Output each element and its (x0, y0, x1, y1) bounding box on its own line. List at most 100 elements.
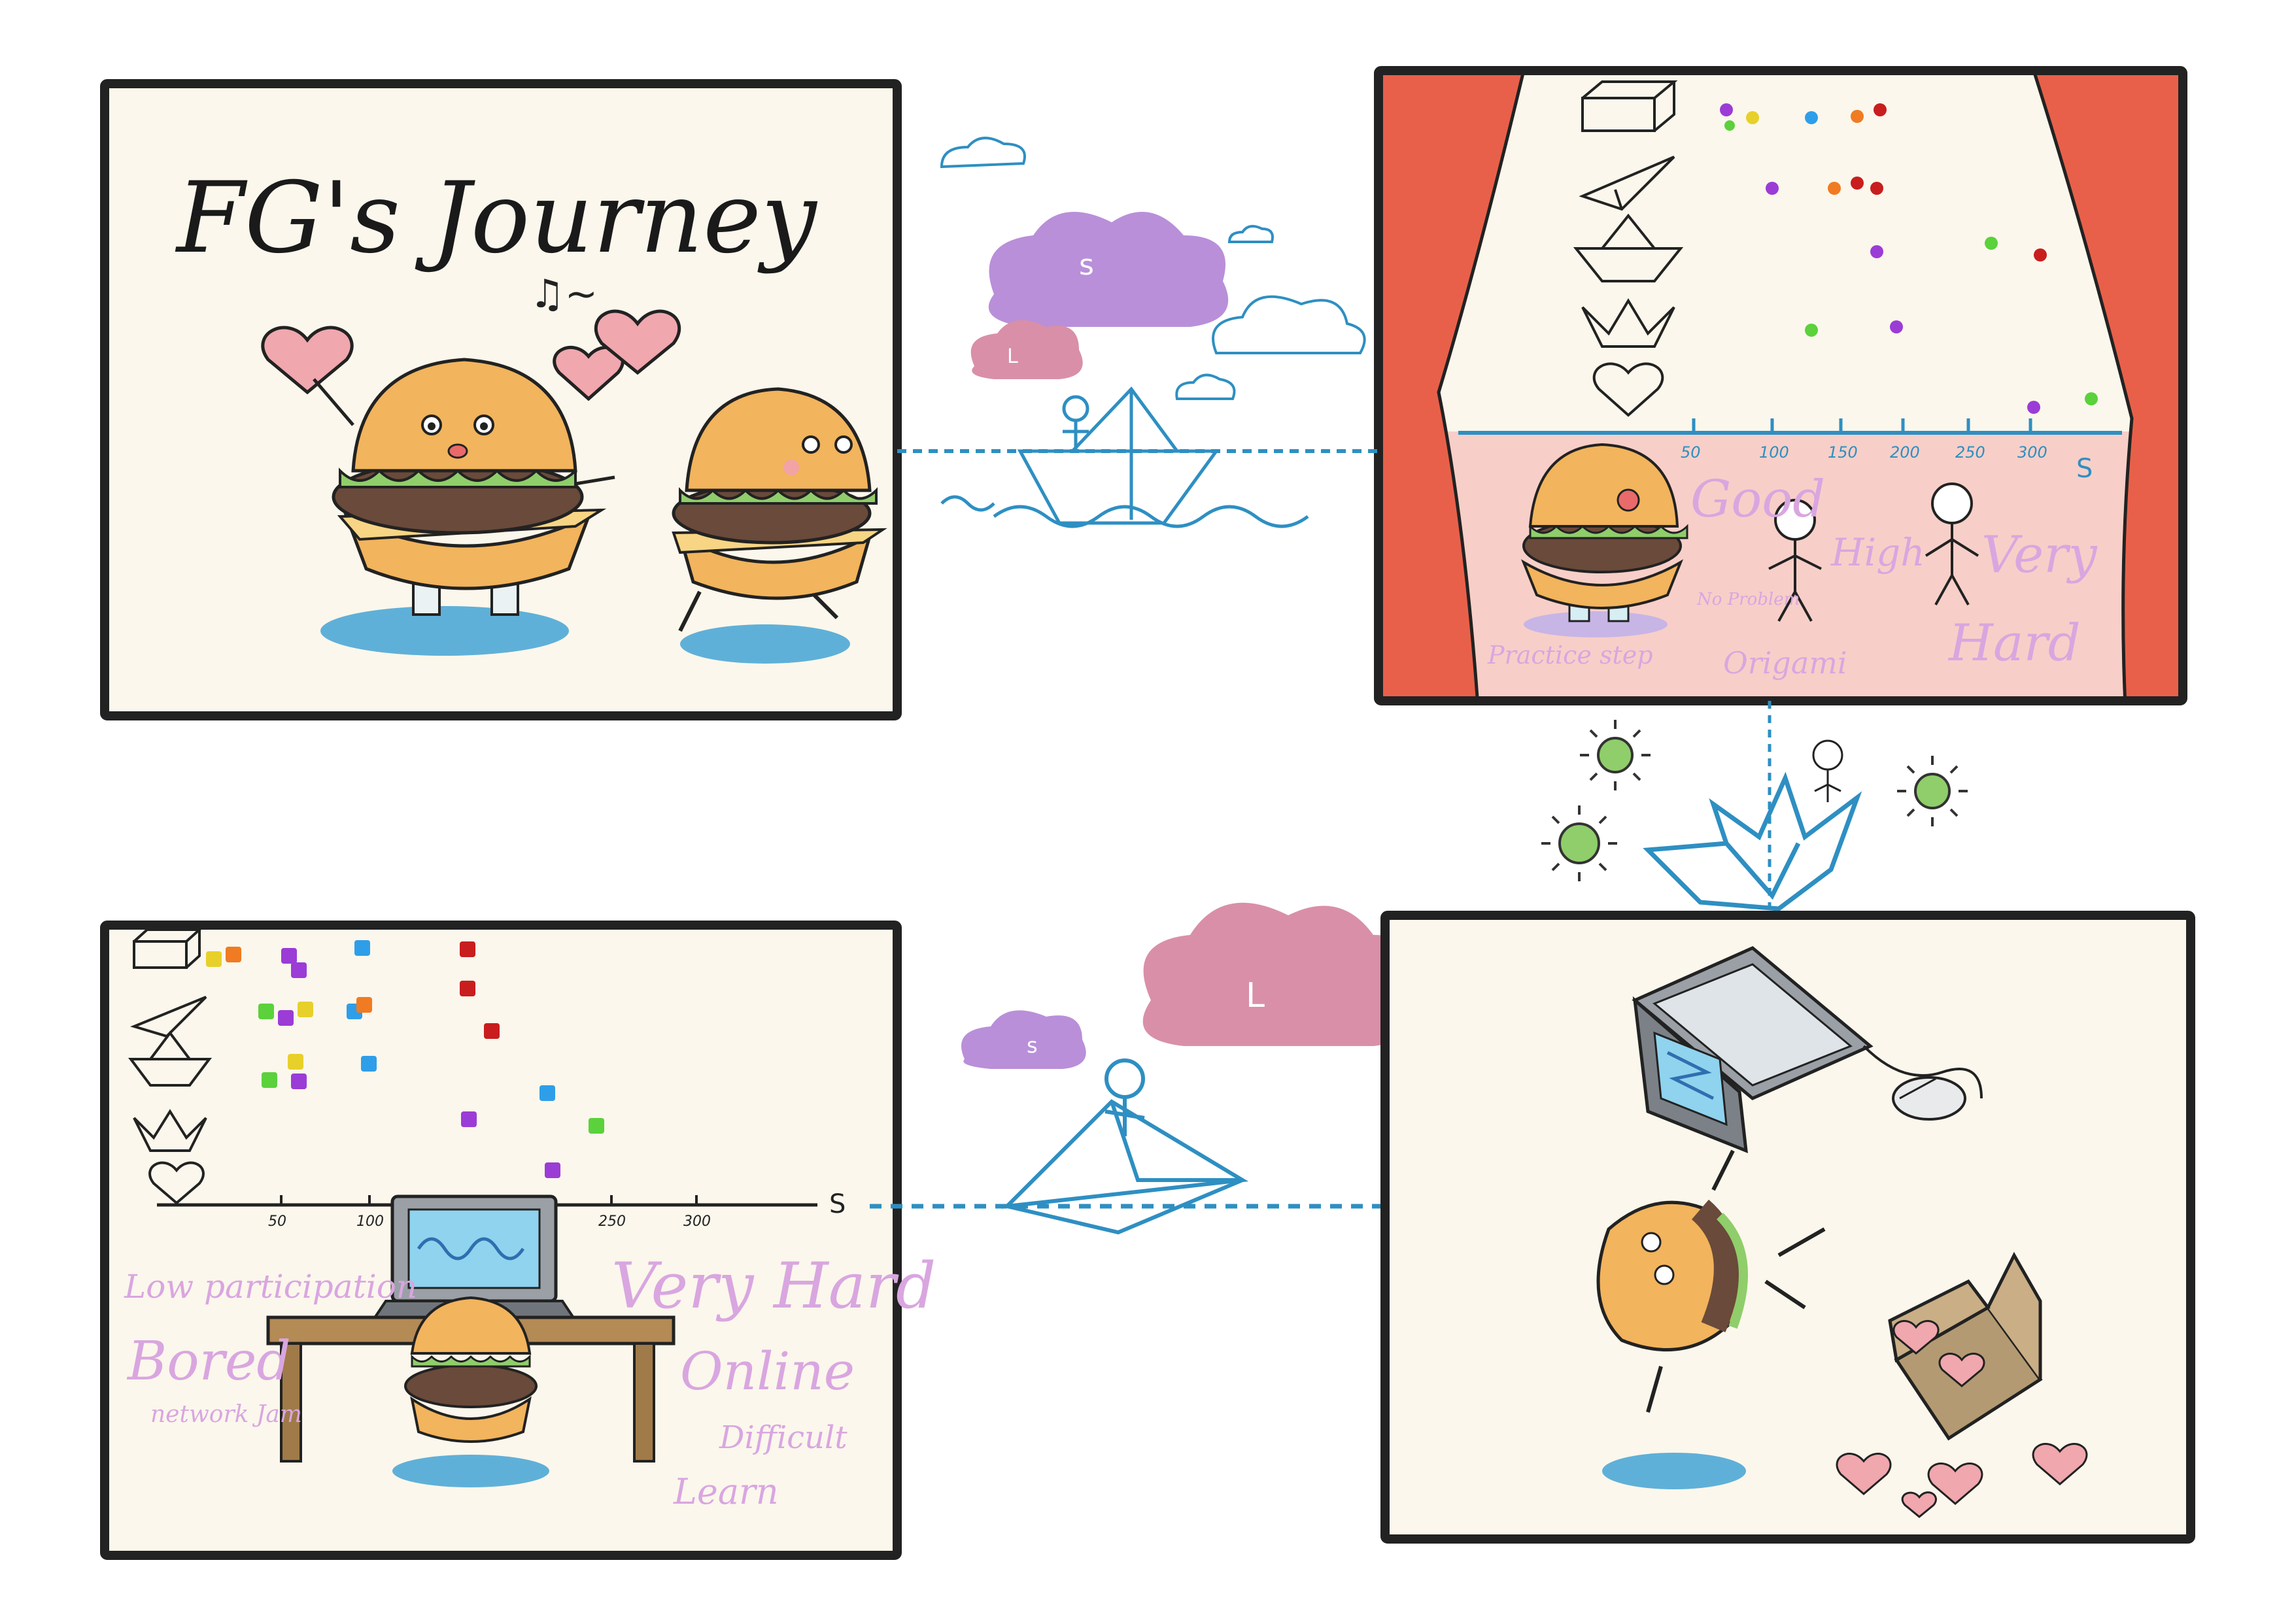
connector-top: s L (897, 137, 1378, 528)
label-practice-step: Practice step (1487, 641, 1653, 669)
scatter-dots (1720, 103, 2098, 414)
data-point (1805, 111, 1818, 124)
paper-plane-icon (1579, 156, 1675, 211)
heart-icon (1901, 1491, 1937, 1518)
right-curtain (2032, 71, 2183, 701)
axis-end-label: S (2076, 454, 2093, 484)
data-point (461, 1111, 477, 1127)
data-point (1766, 182, 1779, 195)
axis-tick-label: 100 (1759, 443, 1789, 462)
left-curtain (1378, 71, 1526, 701)
axis-tick-label: 50 (1681, 443, 1701, 462)
paper-crane-icon (1643, 771, 1862, 911)
data-point (281, 948, 297, 964)
label-origami: Origami (1723, 645, 1847, 681)
burger-character-icon (313, 358, 615, 656)
axis-tick-label: 200 (1890, 443, 1920, 462)
data-point (1746, 111, 1759, 124)
connector-bottom: L s (870, 902, 1418, 1235)
axis-tick-label: 150 (1828, 443, 1858, 462)
data-point (2027, 401, 2040, 414)
paper-crane-icon (1581, 298, 1675, 348)
data-point (484, 1023, 500, 1039)
data-point (545, 1162, 560, 1178)
data-point (460, 941, 475, 957)
data-point (291, 962, 307, 978)
cloud-icon: s (988, 212, 1229, 327)
label-network-jam: network Jam (150, 1401, 302, 1428)
data-point (460, 981, 475, 996)
box-icon (133, 928, 203, 969)
cloud-icon: s (961, 1010, 1086, 1069)
data-point (2085, 392, 2098, 405)
axis-tick-label: 100 (356, 1213, 384, 1230)
label-good: Good (1690, 470, 1825, 529)
paper-boat-icon (128, 1030, 212, 1087)
cloud-outline-icon (1227, 225, 1274, 243)
data-point (258, 1004, 274, 1019)
axis-tick-label: 250 (1955, 443, 1985, 462)
virus-icon (1541, 805, 1617, 881)
heart-icon (1836, 1453, 1892, 1495)
connector-middle (1541, 701, 1968, 915)
paper-boat-icon (940, 386, 1309, 528)
stick-figure-icon (1768, 499, 1822, 622)
label-no-problem: No Problem (1696, 590, 1800, 609)
masked-stick-figure-icon (1812, 739, 1843, 802)
axis-tick-label: 300 (683, 1213, 711, 1230)
data-point (1870, 245, 1883, 258)
label-very: Very (1981, 526, 2098, 584)
panel-3: 50 100 150 200 250 300 S Low (100, 921, 936, 1560)
heart-icon (594, 309, 681, 375)
label-low-participation: Low participation (124, 1268, 417, 1306)
paper-plane-icon (130, 996, 207, 1038)
axis-tick-label: 300 (2017, 443, 2047, 462)
data-point (539, 1085, 555, 1101)
label-learn: Learn (673, 1471, 779, 1512)
data-point (288, 1054, 303, 1070)
axis-tick-label: 50 (268, 1213, 286, 1230)
panel-4 (1380, 911, 2195, 1544)
data-point (1874, 103, 1887, 116)
heart-icon (1892, 1320, 1940, 1355)
cloud-label: L (1246, 976, 1265, 1015)
label-online: Online (680, 1341, 855, 1402)
data-point (1890, 320, 1903, 333)
scatter-squares (206, 940, 604, 1178)
heart-icon (261, 326, 354, 395)
data-point (1720, 103, 1733, 116)
data-point (1805, 324, 1818, 337)
cloud-label: s (1079, 248, 1094, 282)
label-bored: Bored (126, 1330, 291, 1393)
laptop-icon (370, 1194, 578, 1322)
axis-tick-label: 250 (598, 1213, 626, 1230)
data-point (1870, 182, 1883, 195)
box-icon (1581, 80, 1678, 132)
data-point (262, 1072, 277, 1088)
paper-plane-icon (1001, 1058, 1249, 1235)
cloud-outline-icon (1212, 295, 1366, 354)
cloud-label: s (1027, 1033, 1038, 1058)
laptop-icon (1632, 946, 1874, 1153)
panel-1: FG's Journey ♫~ (100, 79, 902, 720)
burger-character-icon (392, 1296, 549, 1487)
data-point (291, 1074, 307, 1089)
axis-end-label: S (829, 1189, 846, 1219)
label-difficult: Difficult (719, 1419, 847, 1456)
data-point (1985, 237, 1998, 250)
burger-character-icon (672, 387, 887, 664)
heart-icon (1938, 1353, 1985, 1387)
label-hard: Hard (1947, 614, 2081, 673)
virus-icon (1897, 756, 1968, 826)
music-note-text: ♫~ (530, 271, 598, 317)
data-point (278, 1010, 294, 1026)
data-point (356, 997, 372, 1013)
virus-icon (1580, 720, 1651, 790)
cloud-outline-icon (1175, 373, 1236, 400)
data-point (354, 940, 370, 956)
cloud-icon: L (970, 320, 1083, 379)
data-point (361, 1056, 377, 1072)
label-high: High (1830, 530, 1925, 575)
